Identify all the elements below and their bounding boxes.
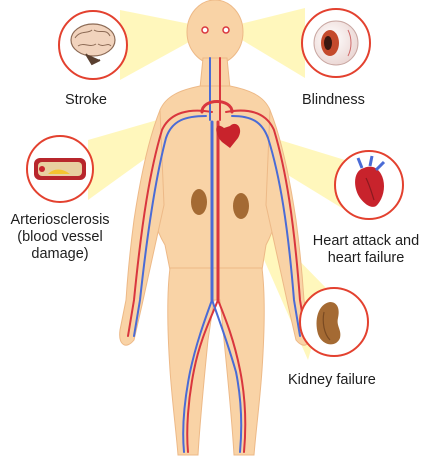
blood-vessel-icon <box>34 158 86 180</box>
callout-blindness <box>302 9 370 77</box>
label-blindness: Blindness <box>302 92 365 109</box>
head <box>187 0 243 64</box>
label-arteriosclerosis-line-3: damage) <box>4 246 116 263</box>
eye-icon <box>314 21 358 65</box>
eye-left <box>202 27 208 33</box>
neck <box>200 58 230 88</box>
callout-stroke <box>59 11 127 79</box>
label-arteriosclerosis: Arteriosclerosis (blood vessel damage) <box>4 212 116 263</box>
eye-right <box>223 27 229 33</box>
label-heart-line-2: heart failure <box>306 250 426 267</box>
kidney-left <box>191 189 207 215</box>
label-heart: Heart attack and heart failure <box>306 233 426 267</box>
callout-kidney <box>300 288 368 356</box>
label-arteriosclerosis-line-2: (blood vessel <box>4 229 116 246</box>
label-kidney: Kidney failure <box>288 372 376 389</box>
label-arteriosclerosis-line-1: Arteriosclerosis <box>4 212 116 229</box>
label-stroke: Stroke <box>65 92 107 109</box>
label-heart-line-1: Heart attack and <box>306 233 426 250</box>
callout-arteriosclerosis <box>27 136 93 202</box>
kidney-right <box>233 193 249 219</box>
beam-stroke <box>120 10 200 80</box>
callout-heart <box>335 151 403 219</box>
beam-blindness <box>232 8 305 78</box>
legs <box>168 268 265 455</box>
